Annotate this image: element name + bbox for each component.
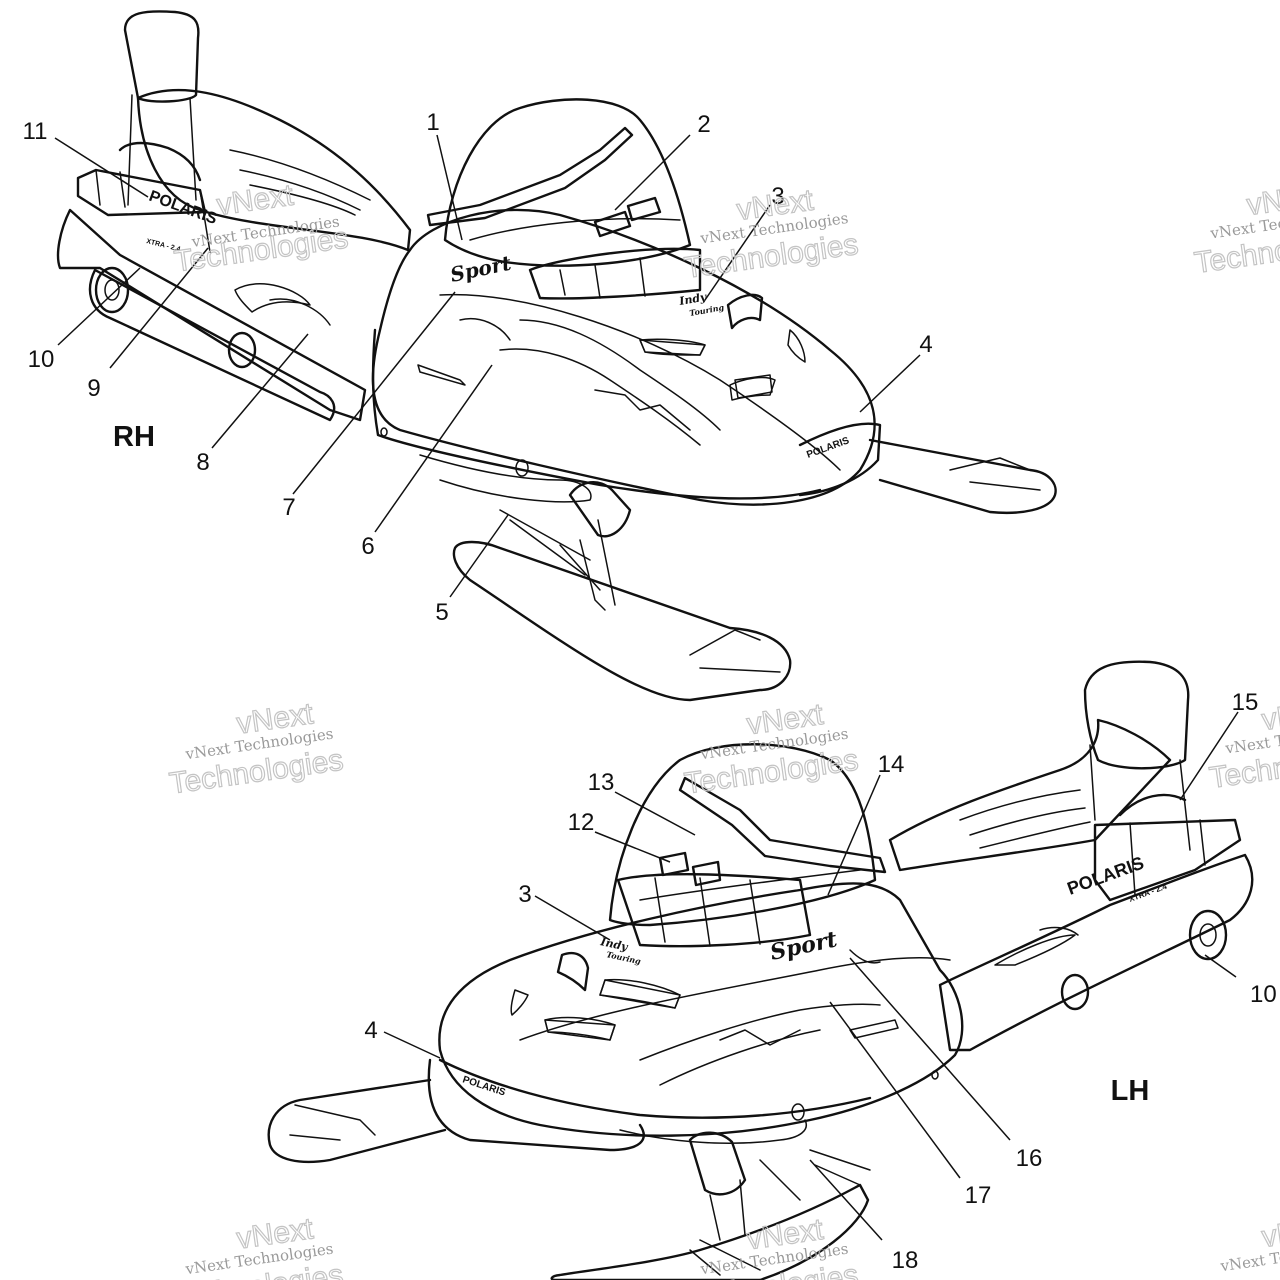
watermark-9: vNext vNext Technologies	[1218, 1210, 1280, 1275]
rh-callout-7: 7	[282, 494, 295, 521]
rh-callout-6: 6	[361, 533, 374, 560]
rh-indy-decal-text: Indy	[677, 290, 709, 308]
rh-snowmobile-drawing: Sport Indy Touring POLARIS POLARIS XTRA …	[56, 10, 1057, 702]
rh-leader-lines	[54, 134, 921, 598]
watermark-4: vNext vNext Technologies Technologies	[167, 697, 346, 802]
svg-text:vNext: vNext	[215, 179, 296, 222]
rh-callout-5: 5	[435, 599, 448, 626]
lh-callout-15: 15	[1232, 689, 1259, 716]
watermark-8: vNext vNext Technologies Technologies	[682, 1212, 861, 1280]
lh-callout-12: 12	[568, 809, 595, 836]
lh-indy-decal-text: Indy	[598, 935, 630, 954]
lh-leader-lines	[383, 711, 1239, 1241]
rh-callout-3: 3	[771, 183, 784, 210]
watermark-2: vNext vNext Technologies Technologies	[682, 183, 861, 286]
lh-touring-decal-text: Touring	[606, 949, 643, 966]
rh-callout-4: 4	[919, 331, 932, 358]
lh-callout-4: 4	[364, 1017, 377, 1044]
lh-callout-14: 14	[878, 751, 905, 778]
lh-callouts: 3 4 10 12 13 14 15 16 17 18 LH	[364, 689, 1276, 1274]
rh-callout-10: 10	[28, 346, 55, 373]
rh-view-label: RH	[113, 421, 155, 453]
svg-text:vNext: vNext	[1260, 1211, 1280, 1254]
lh-view-label: LH	[1111, 1075, 1150, 1107]
watermark-3: vNext vNext Technologies Technologies	[1192, 178, 1280, 281]
lh-snowmobile-drawing: Sport Indy Touring POLARIS POLARIS XTRA …	[267, 660, 1254, 1280]
lh-callout-3: 3	[518, 881, 531, 908]
rh-callout-2: 2	[697, 111, 710, 138]
lh-callout-16: 16	[1016, 1145, 1043, 1172]
watermark-7: vNext vNext Technologies Technologies	[167, 1212, 346, 1280]
rh-callout-1: 1	[426, 109, 439, 136]
lh-callout-18: 18	[892, 1247, 919, 1274]
rh-callout-9: 9	[87, 375, 100, 402]
rh-callout-11: 11	[23, 118, 48, 145]
watermarks: vNext vNext Technologies Technologies vN…	[167, 178, 1280, 1280]
rh-callouts: 1 2 3 4 5 6 7 8 9 10 11 RH	[23, 109, 933, 626]
lh-sport-decal-text: Sport	[768, 926, 840, 966]
watermark-5: vNext vNext Technologies Technologies	[682, 697, 861, 801]
lh-callout-13: 13	[588, 769, 615, 796]
svg-text:vNext: vNext	[1260, 694, 1280, 737]
rh-callout-8: 8	[196, 449, 209, 476]
rh-rack-polaris-decal-text: POLARIS	[147, 188, 220, 228]
rh-sport-decal-text: Sport	[448, 250, 514, 286]
lh-callout-10: 10	[1250, 981, 1277, 1008]
lh-callout-17: 17	[965, 1182, 992, 1209]
